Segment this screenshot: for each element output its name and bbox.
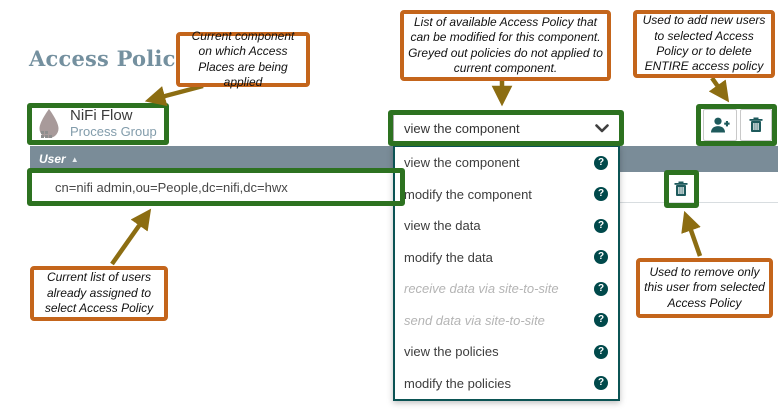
help-icon[interactable]: ? xyxy=(594,281,608,296)
remove-user-trash-icon[interactable] xyxy=(672,180,690,198)
current-component[interactable]: NiFi Flow Process Group xyxy=(36,107,164,141)
policy-option[interactable]: modify the policies ? xyxy=(395,368,618,400)
policy-option[interactable]: modify the component ? xyxy=(395,179,618,211)
annotation-current-component: Current component on which Access Places… xyxy=(176,29,310,89)
trash-icon xyxy=(749,117,763,132)
user-add-icon xyxy=(711,117,730,133)
annotation-policy-list: List of available Access Policy that can… xyxy=(400,10,611,81)
policy-option[interactable]: receive data via site-to-site ? xyxy=(395,273,618,305)
policy-option[interactable]: view the data ? xyxy=(395,210,618,242)
policy-option[interactable]: modify the data ? xyxy=(395,242,618,274)
policy-option[interactable]: send data via site-to-site ? xyxy=(395,305,618,337)
help-icon[interactable]: ? xyxy=(594,187,608,202)
policy-option[interactable]: view the component ? xyxy=(395,147,618,179)
annotation-add-delete: Used to add new users to selected Access… xyxy=(633,10,775,78)
help-icon[interactable]: ? xyxy=(594,344,608,359)
annotation-user-list: Current list of users already assigned t… xyxy=(30,266,168,321)
delete-policy-button[interactable] xyxy=(740,109,772,141)
component-type: Process Group xyxy=(70,124,157,140)
help-icon[interactable]: ? xyxy=(594,218,608,233)
help-icon[interactable]: ? xyxy=(594,376,608,391)
policy-select-value: view the component xyxy=(404,120,520,136)
help-icon[interactable]: ? xyxy=(594,250,608,265)
policy-option[interactable]: view the policies ? xyxy=(395,336,618,368)
add-user-button[interactable] xyxy=(703,109,737,141)
nifi-drop-icon xyxy=(39,109,59,138)
policy-select[interactable]: view the component xyxy=(393,114,620,142)
help-icon[interactable]: ? xyxy=(594,155,608,170)
sort-asc-icon: ▲ xyxy=(70,154,79,164)
policy-option-list: view the component ? modify the componen… xyxy=(393,145,620,401)
user-column-header[interactable]: User xyxy=(39,152,66,166)
chevron-down-icon xyxy=(595,123,609,132)
user-dn-value: cn=nifi admin,ou=People,dc=nifi,dc=hwx xyxy=(55,179,288,195)
help-icon[interactable]: ? xyxy=(594,313,608,328)
annotation-remove-user: Used to remove only this user from selec… xyxy=(636,258,773,318)
component-name: NiFi Flow xyxy=(70,106,133,124)
